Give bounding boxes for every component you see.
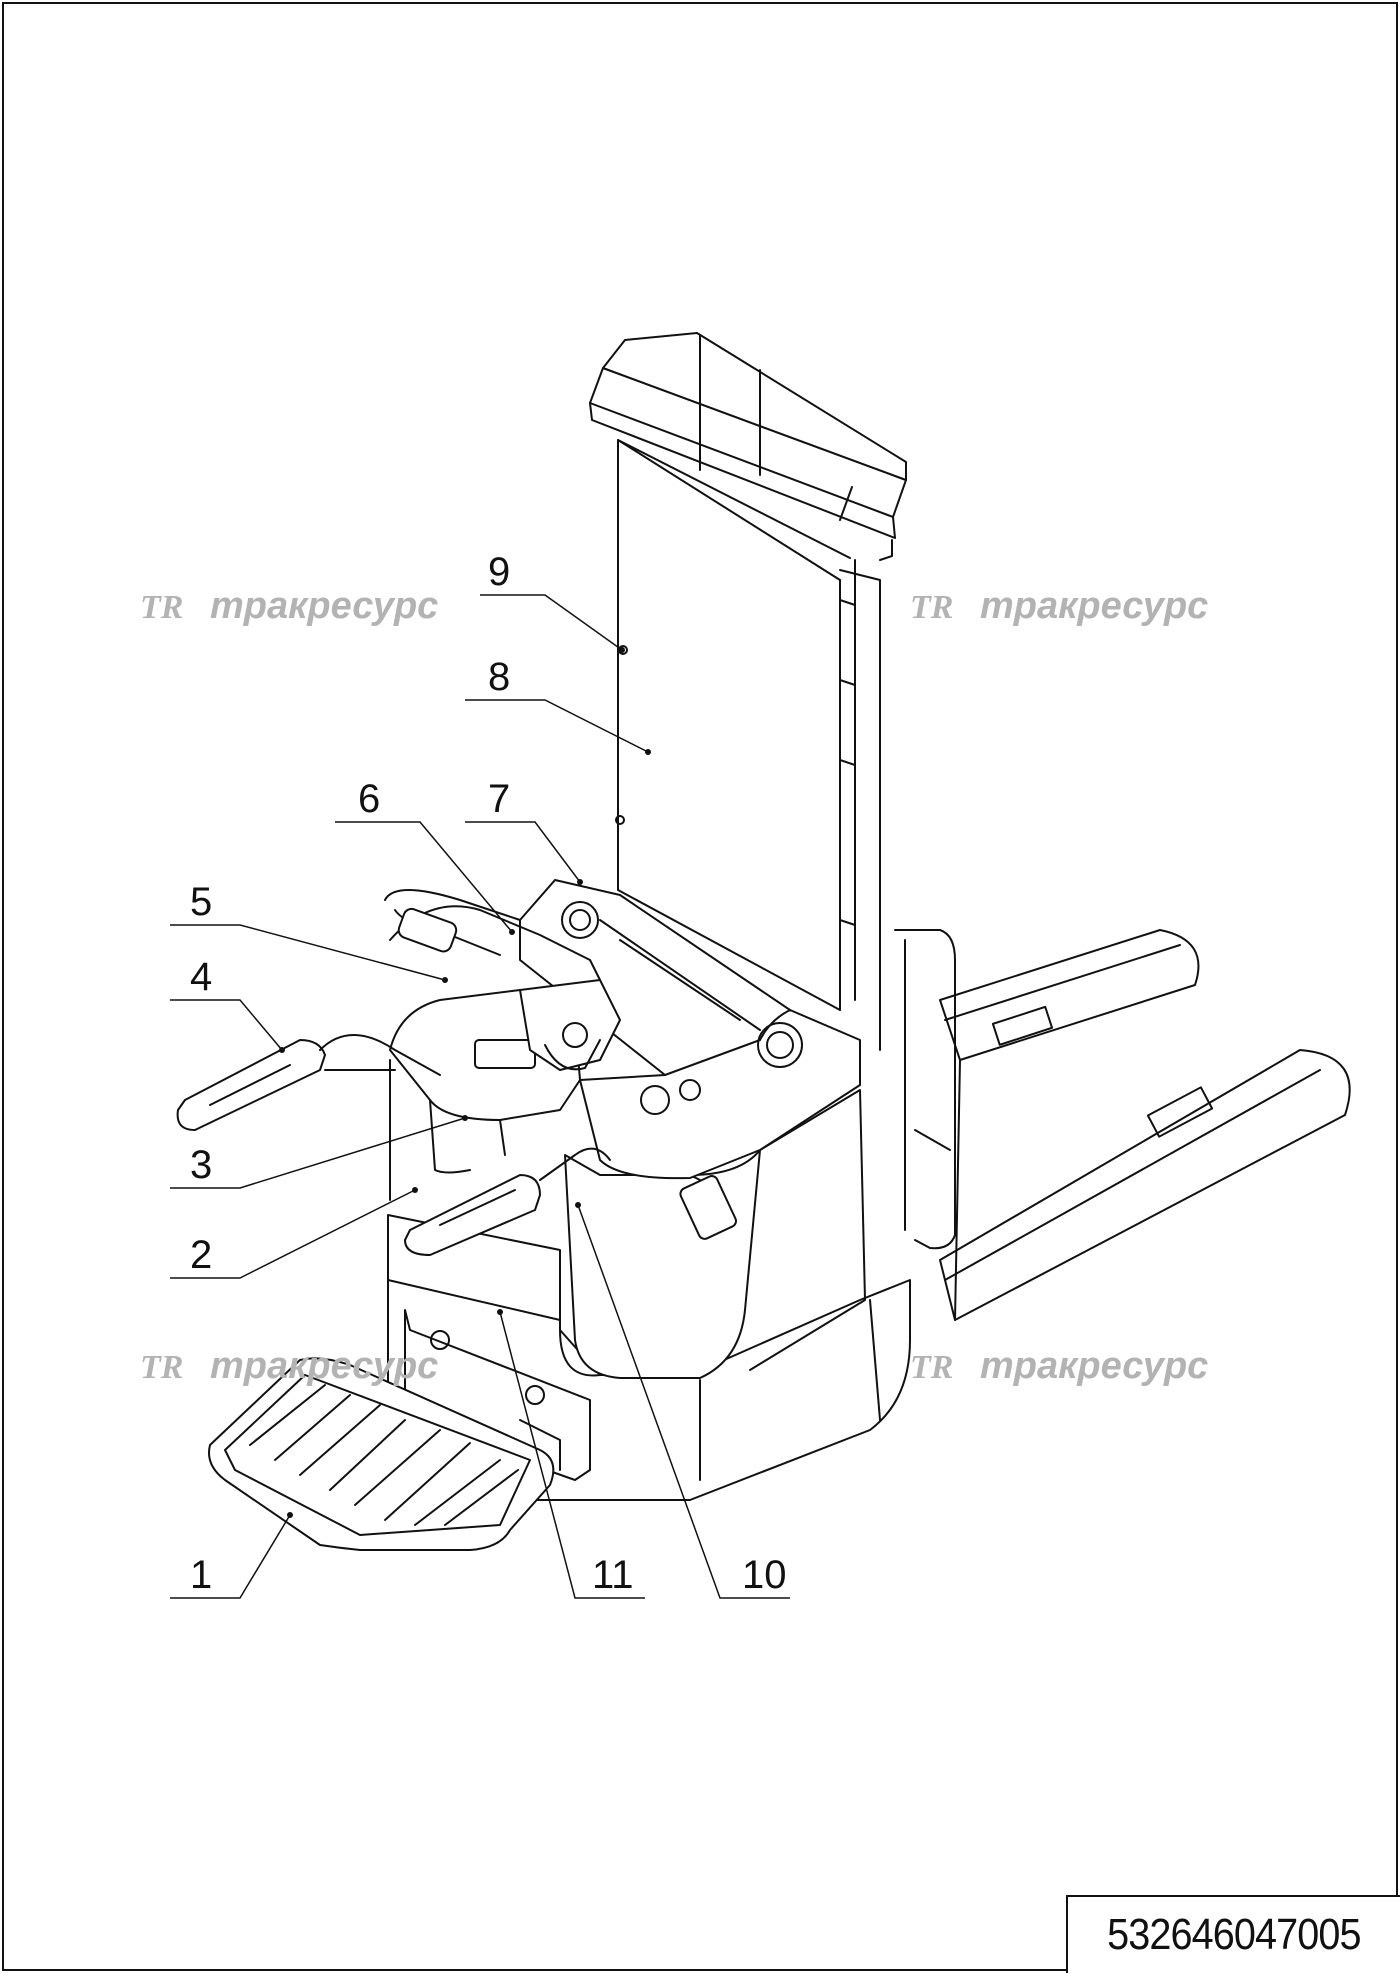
watermark-text: тракресурс xyxy=(980,1345,1208,1387)
callout-9: 9 xyxy=(488,550,510,594)
leader-3 xyxy=(170,1117,466,1189)
watermark-text: тракресурс xyxy=(210,585,438,627)
tiller-arm xyxy=(384,889,621,1071)
watermark-top-right: TR тракресурс xyxy=(910,585,1208,627)
watermark-bottom-right: TR тракресурс xyxy=(910,1345,1208,1387)
leader-10 xyxy=(577,1204,790,1599)
watermark-logo: TR xyxy=(140,1349,183,1386)
callout-8: 8 xyxy=(488,655,510,699)
watermark-text: тракресурс xyxy=(210,1345,438,1387)
callout-3: 3 xyxy=(190,1143,212,1187)
handlebar-right xyxy=(404,1147,611,1256)
step-platform xyxy=(208,1357,555,1551)
watermark-logo: TR xyxy=(910,589,953,626)
mast-top xyxy=(589,332,907,561)
part-number-box: 532646047005 xyxy=(1066,1895,1400,1973)
forklift-drawing xyxy=(176,332,1351,1551)
callout-10: 10 xyxy=(742,1553,787,1597)
callout-1: 1 xyxy=(190,1553,212,1597)
battery-compartment xyxy=(564,1089,866,1379)
callout-6: 6 xyxy=(358,777,380,821)
mast-panel xyxy=(615,439,881,1051)
watermark-logo: TR xyxy=(910,1349,953,1386)
watermark-bottom-left: TR тракресурс xyxy=(140,1345,438,1387)
leader-4 xyxy=(170,999,283,1051)
leader-7 xyxy=(465,821,581,883)
leader-2 xyxy=(170,1189,416,1279)
callout-7: 7 xyxy=(488,777,510,821)
watermark-text: тракресурс xyxy=(980,585,1208,627)
guard-rail xyxy=(894,929,956,1250)
leader-6 xyxy=(335,821,513,933)
callout-2: 2 xyxy=(190,1233,212,1277)
leader-1 xyxy=(170,1514,291,1599)
callout-11: 11 xyxy=(592,1553,634,1597)
handlebar-left xyxy=(176,1034,441,1131)
forks xyxy=(939,929,1351,1321)
callout-5: 5 xyxy=(190,880,212,924)
upper-console xyxy=(519,879,861,1180)
part-number: 532646047005 xyxy=(1107,1910,1361,1959)
leader-5 xyxy=(170,924,446,981)
leader-9 xyxy=(480,594,623,651)
leader-lines xyxy=(170,594,790,1599)
leader-11 xyxy=(499,1311,645,1599)
leader-8 xyxy=(465,699,649,753)
watermark-top-left: TR тракресурс xyxy=(140,585,438,627)
callout-4: 4 xyxy=(190,955,212,999)
watermark-logo: TR xyxy=(140,589,183,626)
leader-dots xyxy=(279,647,651,1518)
